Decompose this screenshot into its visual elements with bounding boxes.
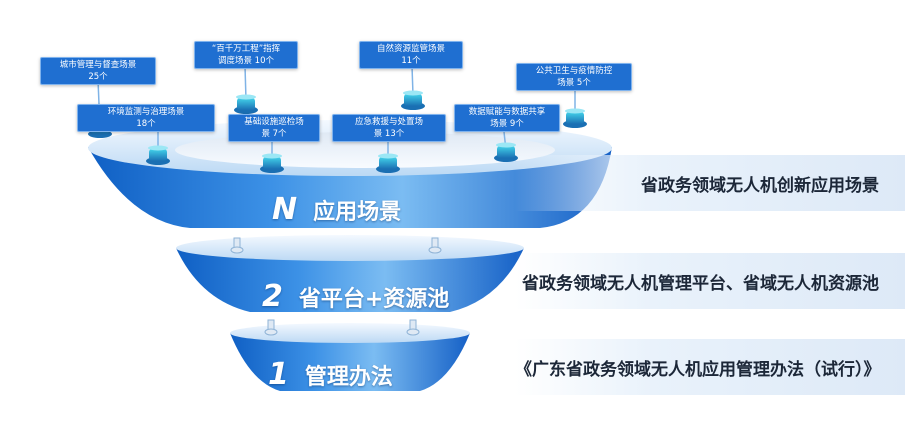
drone-icon	[260, 153, 284, 173]
drone-icon	[234, 94, 258, 114]
funnel-tier-1	[230, 333, 470, 391]
scene-label: 基础设施巡检场景 7个	[228, 114, 320, 142]
tier-text: 管理办法	[304, 364, 393, 390]
connector-pins	[230, 237, 442, 336]
tier-2-label: 2 省平台+资源池	[262, 279, 449, 314]
tier-text: 省平台+资源池	[298, 286, 450, 312]
tier-number: N	[272, 192, 298, 227]
tier-number: 1	[268, 357, 289, 392]
scene-label: 应急救援与处置场景 13个	[332, 114, 446, 142]
tier-text: 应用场景	[313, 199, 402, 225]
funnel-tier-2-rim	[176, 235, 524, 261]
drone-icon	[146, 145, 170, 165]
scene-label: “百千万工程”指挥调度场景 10个	[194, 41, 298, 69]
tier-2-description: 省政务领域无人机管理平台、省域无人机资源池	[515, 253, 905, 309]
drone-icon	[401, 90, 425, 110]
drone-icon	[494, 142, 518, 162]
tier-1-description: 《广东省政务领域无人机应用管理办法（试行）》	[515, 339, 905, 395]
drone-icon	[376, 153, 400, 173]
drone-icon	[563, 108, 587, 128]
scene-label: 公共卫生与疫情防控场景 5个	[516, 63, 632, 91]
scene-label: 数据赋能与数据共享场景 9个	[454, 104, 560, 132]
tier-n-description: 省政务领域无人机创新应用场景	[515, 155, 905, 211]
tier-n-label: N 应用场景	[272, 192, 401, 227]
funnel-tier-2	[176, 248, 524, 312]
tier-number: 2	[262, 279, 283, 314]
tier-1-label: 1 管理办法	[268, 357, 393, 392]
